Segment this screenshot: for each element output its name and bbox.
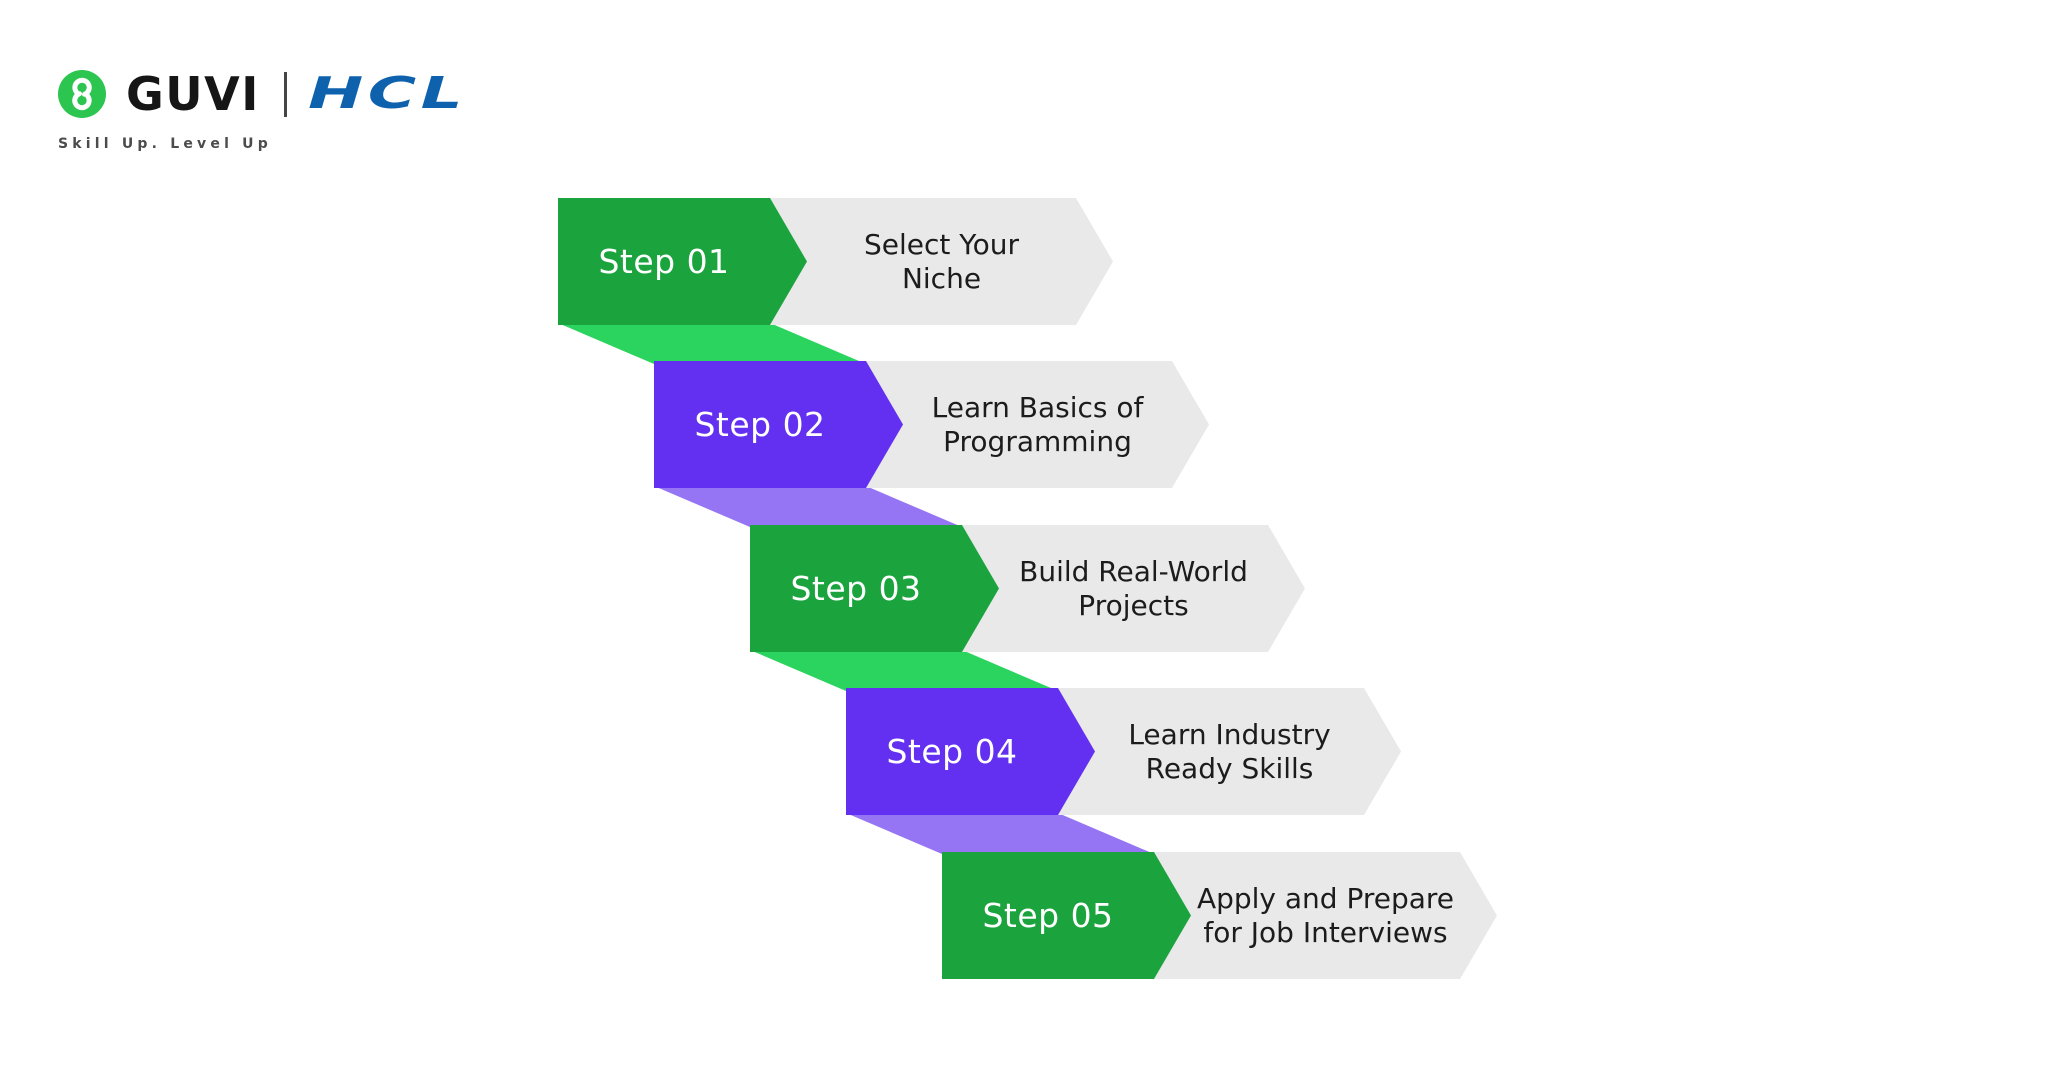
step-group-5: Apply and Prepare for Job Interviews Ste… [942, 852, 1647, 1022]
step-4-label: Step 04 [886, 732, 1018, 771]
step-group-2: Learn Basics of Programming Step 02 [654, 361, 1359, 531]
step-3-chevron: Step 03 [750, 525, 999, 652]
step-2-label: Step 02 [694, 405, 826, 444]
step-1-label: Step 01 [598, 242, 730, 281]
step-3-label: Step 03 [790, 569, 922, 608]
step-2-chevron: Step 02 [654, 361, 903, 488]
step-4-title: Learn Industry Ready Skills [1128, 717, 1331, 785]
step-2-connector-ribbon [654, 486, 962, 527]
step-1-chevron: Step 01 [558, 198, 807, 325]
step-4-connector-ribbon [846, 813, 1154, 854]
step-5-label: Step 05 [982, 896, 1114, 935]
step-3-title: Build Real-World Projects [1019, 554, 1248, 622]
guvi-wordmark: GUVI [126, 67, 260, 121]
step-5-title: Apply and Prepare for Job Interviews [1196, 881, 1455, 949]
guvi-logo-icon [58, 70, 106, 118]
step-group-4: Learn Industry Ready Skills Step 04 [846, 688, 1551, 858]
hcl-wordmark: HCL [308, 68, 468, 119]
guvi-g-glyph-icon [72, 77, 92, 111]
logo-divider [284, 72, 287, 117]
step-3-connector-ribbon [750, 650, 1058, 691]
step-4-chevron: Step 04 [846, 688, 1095, 815]
step-2-title: Learn Basics of Programming [931, 390, 1144, 458]
brand-tagline: Skill Up. Level Up [58, 136, 272, 152]
step-1-title: Select Your Niche [863, 227, 1020, 295]
step-5-chevron: Step 05 [942, 852, 1191, 979]
step-group-1: Select Your Niche Step 01 [558, 198, 1263, 368]
step-group-3: Build Real-World Projects Step 03 [750, 525, 1455, 695]
step-1-connector-ribbon [558, 323, 866, 364]
